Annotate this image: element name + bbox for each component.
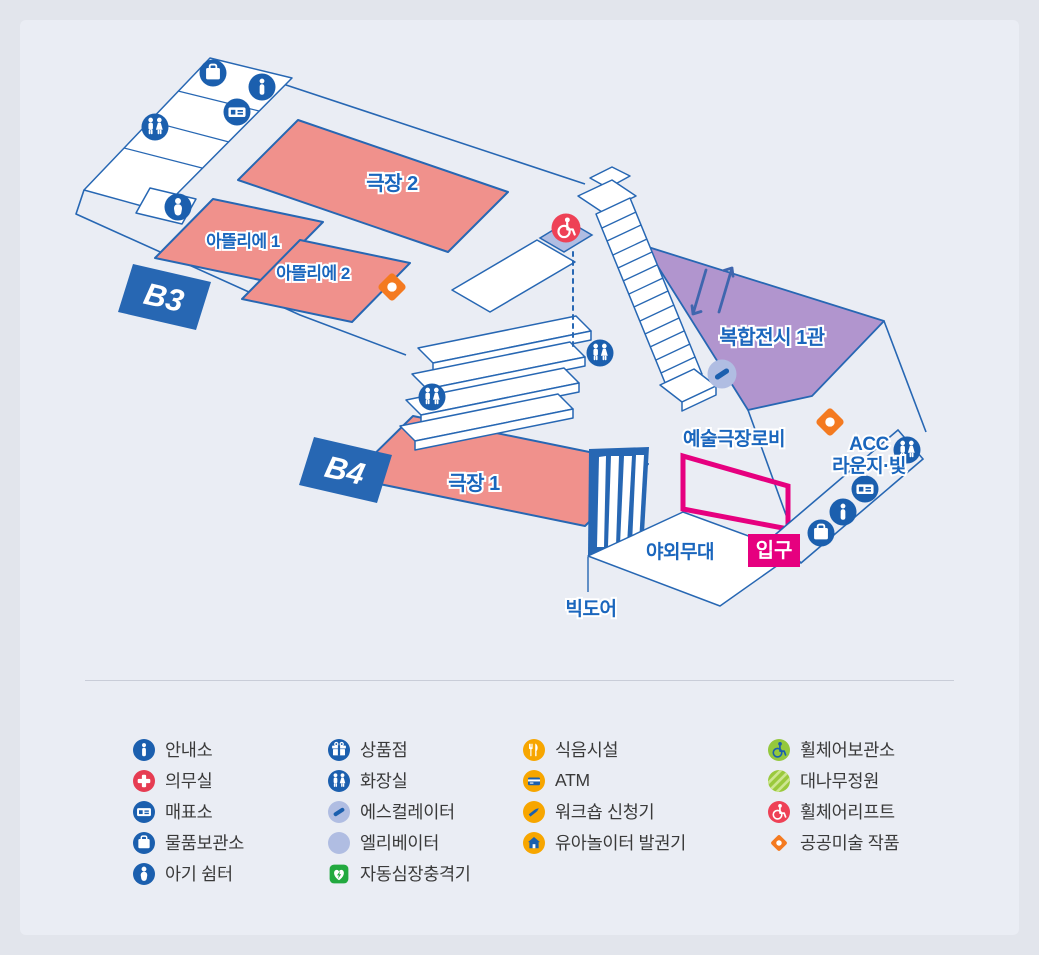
updown-arrows-icon xyxy=(690,266,735,316)
label-theater2: 극장 2 xyxy=(366,172,418,195)
baby-icon xyxy=(164,193,192,221)
floor-badge-b4: B4 xyxy=(299,437,392,503)
label-theater1: 극장 1 xyxy=(448,472,500,495)
restroom-icon xyxy=(141,113,169,141)
escalator-icon xyxy=(707,359,737,389)
label-art-theater-lobby: 예술극장로비 xyxy=(683,428,785,450)
label-atelier2: 아뜰리에 2 xyxy=(276,264,350,283)
locker-icon xyxy=(807,519,835,547)
label-exhibition1: 복합전시 1관 xyxy=(719,326,825,349)
label-atelier1: 아뜰리에 1 xyxy=(206,232,280,251)
restroom-icon xyxy=(418,383,446,411)
info-icon xyxy=(248,73,276,101)
restroom-icon xyxy=(586,339,614,367)
ticket-icon xyxy=(851,475,879,503)
label-outdoor-stage: 야외무대 xyxy=(646,541,714,563)
public-art-icon xyxy=(814,406,846,438)
room-exhibition1 xyxy=(644,245,885,411)
room-atelier2 xyxy=(241,239,411,323)
label-acc-lounge-2: 라운지·빛 xyxy=(832,455,906,477)
wheelchair-lift-icon xyxy=(551,213,581,243)
big-door-structure xyxy=(588,447,649,556)
grand-stairs xyxy=(399,220,594,451)
label-big-door: 빅도어 xyxy=(566,598,617,620)
floor-badge-b3: B3 xyxy=(118,264,211,330)
entrance-badge: 입구 xyxy=(748,534,800,567)
svg-text:B4: B4 xyxy=(322,449,368,492)
info-icon xyxy=(829,498,857,526)
label-acc-lounge-1: ACC xyxy=(849,434,889,455)
locker-icon xyxy=(199,59,227,87)
room-theater2 xyxy=(237,119,509,253)
divider xyxy=(85,680,954,681)
facility-map: B3 B4 입구 xyxy=(75,57,927,622)
ticket-icon xyxy=(223,98,251,126)
svg-text:입구: 입구 xyxy=(756,539,793,562)
svg-text:B3: B3 xyxy=(141,276,187,319)
escalator-structure xyxy=(577,166,717,412)
